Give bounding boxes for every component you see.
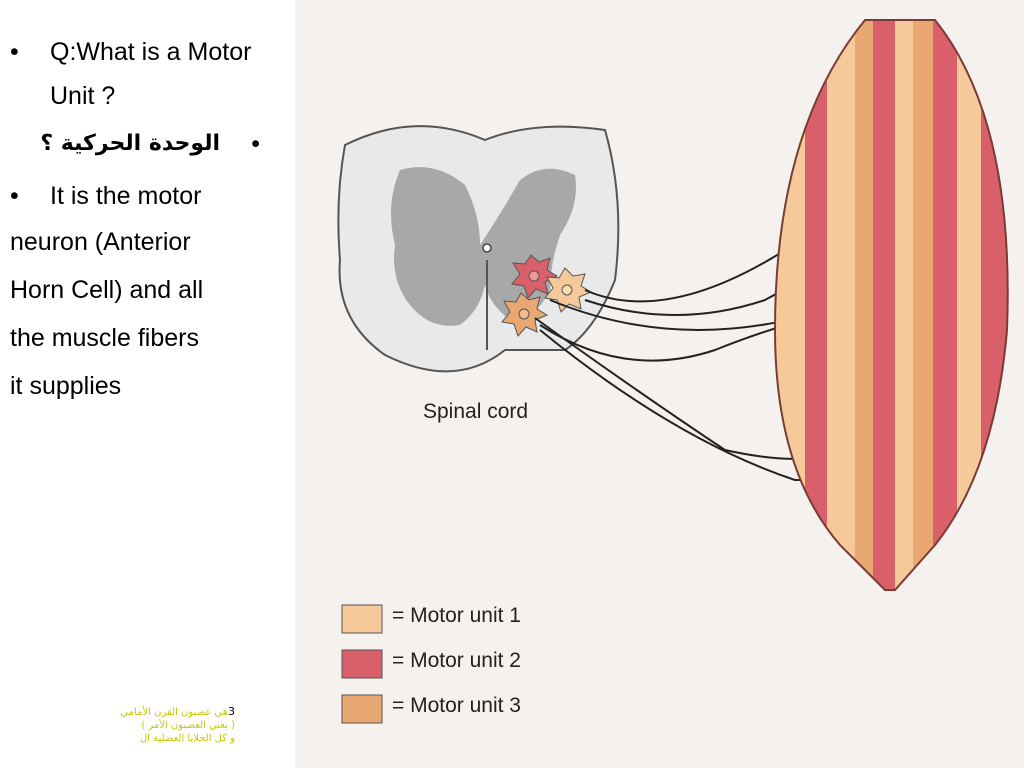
- legend-swatch-unit2: [341, 649, 383, 679]
- bullet-item-question: • Q:What is a Motor Unit ?: [10, 30, 260, 118]
- slide-number: 3: [228, 705, 235, 718]
- bullet-text: Q:What is a Motor Unit ?: [50, 38, 252, 110]
- answer-line: it supplies: [10, 372, 122, 400]
- arabic-footnote: 3هي عصبون القرن الأمامي ( يعني العصبون ا…: [55, 705, 235, 745]
- answer-line: neuron (Anterior: [10, 228, 191, 256]
- legend-swatch-unit3: [341, 694, 383, 724]
- bullet-item-arabic: • الوحدة الحركية ؟: [10, 122, 260, 166]
- footnote-line: ( يعني العصبون الأمر ): [141, 720, 235, 731]
- central-canal: [482, 243, 492, 253]
- neuron-unit2: [511, 254, 559, 299]
- legend-label-unit3: = Motor unit 3: [392, 694, 521, 717]
- footnote-line: و كل الخلايا العضلية ال: [139, 733, 235, 744]
- bullet-text: الوحدة الحركية ؟: [40, 131, 220, 156]
- answer-line: Horn Cell) and all: [10, 276, 204, 304]
- neuron-unit1: [544, 267, 593, 313]
- bullet-text: It is the motor: [50, 182, 202, 210]
- bullet-dot: •: [10, 182, 19, 210]
- footnote-text: هي عصبون القرن الأمامي: [120, 707, 228, 718]
- legend-label-unit2: = Motor unit 2: [392, 649, 521, 672]
- motor-unit-diagram: [295, 0, 1024, 768]
- motor-unit-figure: Spinal cord = Motor unit 1 = Motor unit …: [295, 0, 1024, 768]
- neuron-unit3: [501, 292, 549, 337]
- legend-label-unit1: = Motor unit 1: [392, 604, 521, 627]
- bullet-dot: •: [251, 130, 260, 158]
- spinal-cord-label: Spinal cord: [423, 400, 529, 423]
- bullet-dot: •: [10, 38, 19, 66]
- muscle-outline: [773, 19, 1009, 591]
- answer-line: the muscle fibers: [10, 324, 199, 352]
- bullet-list: • Q:What is a Motor Unit ? • الوحدة الحر…: [10, 30, 260, 410]
- bullet-item-answer: • It is the motor: [10, 174, 260, 218]
- legend-swatch-unit1: [341, 604, 383, 634]
- footnote-line: 3هي عصبون القرن الأمامي: [55, 705, 235, 719]
